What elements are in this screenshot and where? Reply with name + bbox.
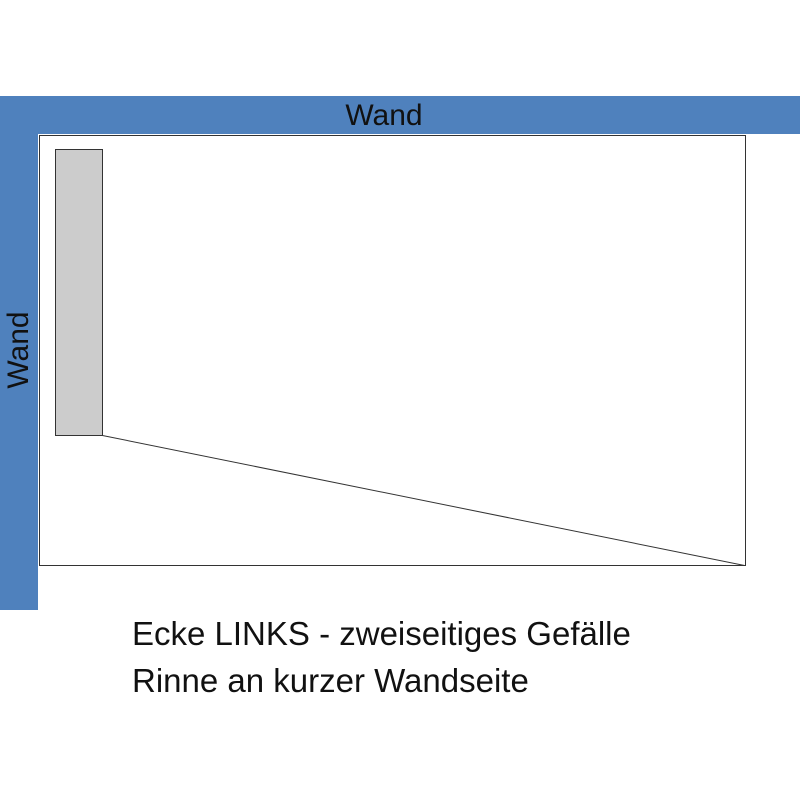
shower-tray-outline bbox=[39, 135, 746, 566]
caption-line-2: Rinne an kurzer Wandseite bbox=[132, 662, 529, 699]
drain-channel bbox=[55, 149, 103, 436]
left-wall-label: Wand bbox=[2, 311, 35, 389]
slope-line bbox=[102, 435, 745, 566]
caption-line-1: Ecke LINKS - zweiseitiges Gefälle bbox=[132, 615, 631, 652]
top-wall-label: Wand bbox=[345, 99, 423, 132]
left-wall bbox=[0, 96, 38, 610]
shower-floor-plan bbox=[39, 135, 746, 566]
top-wall bbox=[0, 96, 800, 134]
caption: Ecke LINKS - zweiseitiges Gefälle Rinne … bbox=[132, 610, 631, 704]
